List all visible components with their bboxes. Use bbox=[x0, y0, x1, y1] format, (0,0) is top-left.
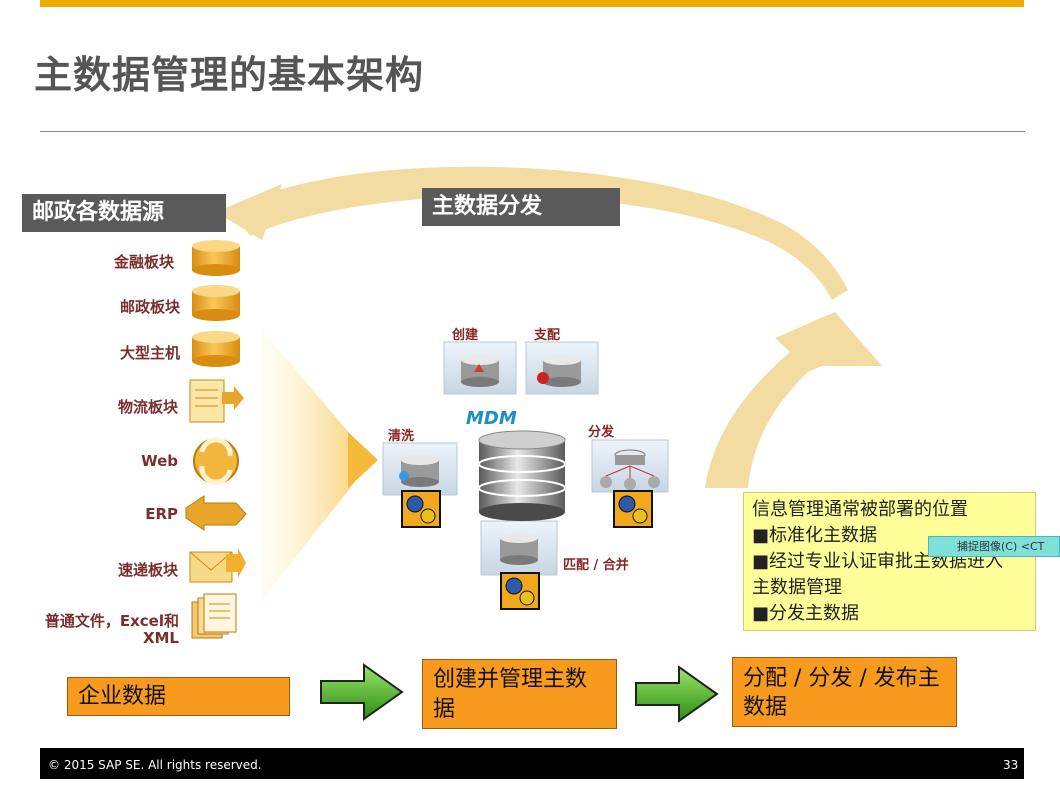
mdm-database-icon bbox=[478, 430, 566, 521]
envelope-arrow-icon bbox=[189, 548, 246, 583]
flow-step-create-manage: 创建并管理主数据 bbox=[422, 659, 617, 729]
erp-arrow-icon bbox=[185, 495, 247, 531]
cleanse-module-icon bbox=[382, 442, 458, 496]
source-label-finance: 金融板块 bbox=[113, 253, 174, 271]
info-line: 主数据管理 bbox=[752, 577, 842, 598]
source-label-express: 速递板块 bbox=[117, 561, 178, 579]
info-line: 信息管理通常被部署的位置 bbox=[752, 499, 968, 520]
flow-arrow-icon bbox=[635, 665, 719, 723]
flow-arrow-icon bbox=[320, 663, 404, 721]
source-label-files: 普通文件，Excel和 bbox=[44, 612, 179, 630]
source-label-erp: ERP bbox=[145, 505, 178, 523]
gear-icon bbox=[613, 490, 653, 528]
sources-header: 邮政各数据源 bbox=[22, 194, 226, 232]
title-divider bbox=[40, 131, 1025, 132]
database-icon bbox=[192, 240, 240, 276]
flow-step-distribute-publish: 分配 / 分发 / 发布主数据 bbox=[732, 657, 957, 727]
distribute-label: 分发 bbox=[588, 425, 615, 440]
allocate-module-icon bbox=[525, 341, 599, 395]
source-label-files-xml: XML bbox=[142, 629, 179, 647]
info-box: 信息管理通常被部署的位置 ■标准化主数据 ■经过专业认证审批主数据进入 主数据管… bbox=[743, 492, 1036, 631]
distribute-module-icon bbox=[591, 439, 669, 493]
allocate-label: 支配 bbox=[534, 328, 561, 343]
web-recycle-icon bbox=[193, 437, 239, 485]
slide-title: 主数据管理的基本架构 bbox=[34, 53, 425, 97]
source-label-logistics: 物流板块 bbox=[117, 398, 178, 416]
flow-step-enterprise-data: 企业数据 bbox=[67, 677, 290, 716]
info-line: ■标准化主数据 bbox=[752, 525, 878, 546]
collection-funnel bbox=[262, 330, 372, 600]
capture-image-tooltip[interactable]: 捕捉图像(C) <CT bbox=[928, 536, 1060, 557]
source-label-web: Web bbox=[141, 452, 178, 470]
page-number: 33 bbox=[1003, 758, 1019, 772]
gear-icon bbox=[500, 572, 540, 610]
distribution-header: 主数据分发 bbox=[422, 188, 620, 226]
match-merge-module-icon bbox=[480, 520, 558, 576]
copyright-text: © 2015 SAP SE. All rights reserved. bbox=[48, 758, 262, 772]
match-merge-label: 匹配 / 合并 bbox=[563, 558, 629, 573]
footer-bar bbox=[40, 748, 1024, 779]
source-label-postal: 邮政板块 bbox=[119, 298, 180, 316]
files-icon bbox=[191, 593, 237, 639]
document-arrow-icon bbox=[189, 379, 244, 423]
accent-bar bbox=[40, 0, 1024, 7]
distribution-rise-arrow bbox=[705, 312, 882, 488]
cleanse-label: 清洗 bbox=[388, 429, 415, 444]
info-line: ■分发主数据 bbox=[752, 603, 860, 624]
create-module-icon bbox=[443, 341, 517, 395]
distribution-swoosh-arrow bbox=[216, 166, 848, 300]
database-icon bbox=[192, 331, 240, 367]
create-label: 创建 bbox=[452, 328, 479, 343]
source-label-mainframe: 大型主机 bbox=[119, 344, 180, 362]
gear-icon bbox=[401, 490, 441, 528]
database-icon bbox=[192, 285, 240, 321]
mdm-label: MDM bbox=[466, 408, 517, 429]
